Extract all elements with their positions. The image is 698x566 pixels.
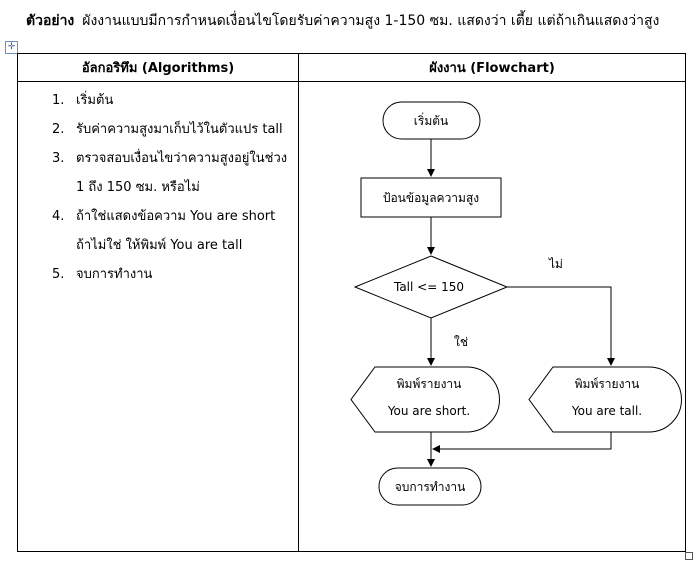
yes-output-line1: พิมพ์รายงาน: [397, 377, 462, 391]
step-text: ตรวจสอบเงื่อนไขว่าความสูงอยู่ในช่วง: [76, 151, 288, 166]
no-output-line2: You are tall.: [571, 404, 642, 418]
step-item: 4. ถ้าใช่แสดงข้อความ You are short ถ้าไม…: [18, 202, 290, 260]
step-text: ถ้าไม่ใช่ ให้พิมพ์ You are tall: [76, 238, 243, 253]
table-header-row: อัลกอริทึม (Algorithms) ผังงาน (Flowchar…: [17, 53, 686, 82]
flowchart-cell: เริ่มต้น ป้อนข้อมูลความสูง Tall <= 150 ใ…: [298, 81, 686, 552]
algorithm-steps: 1. เริ่มต้น 2. รับค่าความสูงมาเก็บไว้ในต…: [18, 82, 298, 289]
step-text: 1 ถึง 150 ซม. หรือไม่: [76, 180, 200, 195]
input-process: [360, 177, 502, 218]
no-display-output: [528, 366, 682, 433]
end-terminator: [378, 467, 482, 506]
step-text: จบการทำงาน: [76, 267, 153, 282]
step-item: 5. จบการทำงาน: [18, 260, 290, 289]
step-text: ถ้าใช่แสดงข้อความ You are short: [76, 209, 276, 224]
title-lead: ตัวอย่าง: [26, 13, 75, 29]
title-text: ผังงานแบบมีการกำหนดเงื่อนไขโดยรับค่าความ…: [82, 13, 660, 29]
step-item: 1. เริ่มต้น: [18, 86, 290, 115]
decision-label: Tall <= 150: [393, 280, 464, 294]
connector-no: [507, 286, 615, 366]
yes-display-output: [350, 366, 500, 433]
header-flowchart: ผังงาน (Flowchart): [298, 53, 686, 82]
algorithm-flowchart-table: อัลกอริทึม (Algorithms) ผังงาน (Flowchar…: [17, 53, 686, 552]
table-body-row: 1. เริ่มต้น 2. รับค่าความสูงมาเก็บไว้ในต…: [17, 81, 686, 552]
end-label: จบการทำงาน: [395, 480, 466, 494]
yes-label: ใช่: [454, 335, 468, 349]
start-label: เริ่มต้น: [414, 112, 448, 128]
step-number: 1.: [52, 93, 65, 108]
yes-output-line2: You are short.: [387, 404, 470, 418]
step-item: 2. รับค่าความสูงมาเก็บไว้ในตัวแปร tall: [18, 115, 290, 144]
step-item: 3. ตรวจสอบเงื่อนไขว่าความสูงอยู่ในช่วง 1…: [18, 144, 290, 202]
no-label: ไม่: [548, 257, 563, 271]
connector-no-merge: [432, 432, 612, 453]
no-output-line1: พิมพ์รายงาน: [575, 377, 640, 391]
step-number: 2.: [52, 122, 65, 137]
page-title: ตัวอย่าง ผังงานแบบมีการกำหนดเงื่อนไขโดยรั…: [26, 10, 659, 32]
algorithm-cell: 1. เริ่มต้น 2. รับค่าความสูงมาเก็บไว้ในต…: [17, 81, 299, 552]
flowchart-diagram: เริ่มต้น ป้อนข้อมูลความสูง Tall <= 150 ใ…: [350, 101, 682, 506]
step-number: 5.: [52, 267, 65, 282]
step-text: เริ่มต้น: [76, 93, 114, 108]
move-cross-icon[interactable]: ✛: [5, 41, 18, 54]
input-label: ป้อนข้อมูลความสูง: [383, 191, 479, 206]
header-algorithms: อัลกอริทึม (Algorithms): [17, 53, 299, 82]
step-number: 4.: [52, 209, 65, 224]
table-resize-handle[interactable]: [685, 552, 693, 560]
step-number: 3.: [52, 151, 65, 166]
step-text: รับค่าความสูงมาเก็บไว้ในตัวแปร tall: [76, 122, 283, 137]
